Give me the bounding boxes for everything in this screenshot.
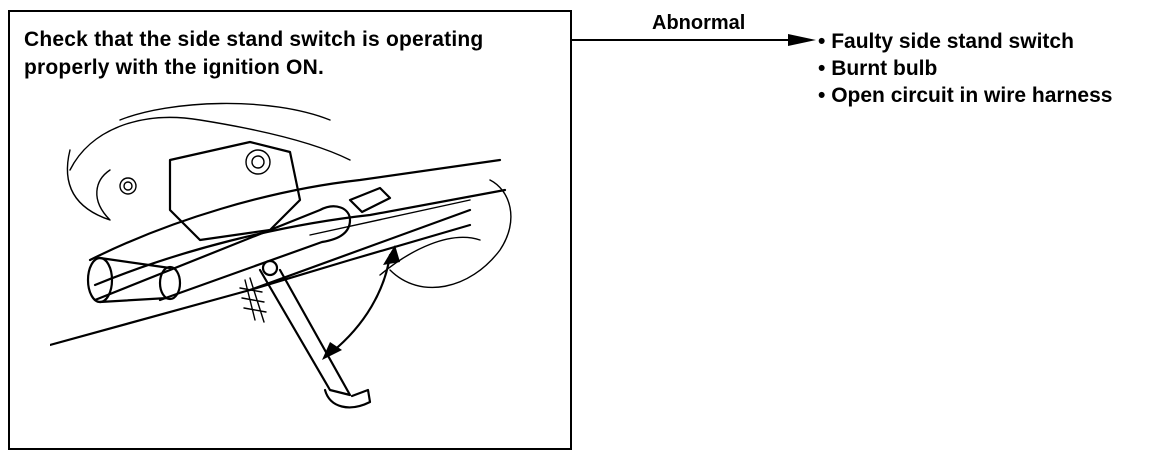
cause-item: Open circuit in wire harness	[818, 82, 1112, 109]
step-text-line-1: Check that the side stand switch is oper…	[24, 26, 564, 54]
side-stand-illustration	[50, 90, 530, 440]
step-text-line-2: properly with the ignition ON.	[24, 54, 564, 82]
abnormal-connector-line	[572, 39, 790, 41]
abnormal-branch-label: Abnormal	[652, 12, 745, 35]
inspection-step-box: Check that the side stand switch is oper…	[8, 10, 572, 450]
cause-item: Burnt bulb	[818, 55, 1112, 82]
cause-item: Faulty side stand switch	[818, 28, 1112, 55]
possible-causes-list: Faulty side stand switch Burnt bulb Open…	[818, 28, 1112, 109]
arrow-right-icon	[788, 34, 816, 46]
inspection-step-text: Check that the side stand switch is oper…	[24, 26, 564, 82]
